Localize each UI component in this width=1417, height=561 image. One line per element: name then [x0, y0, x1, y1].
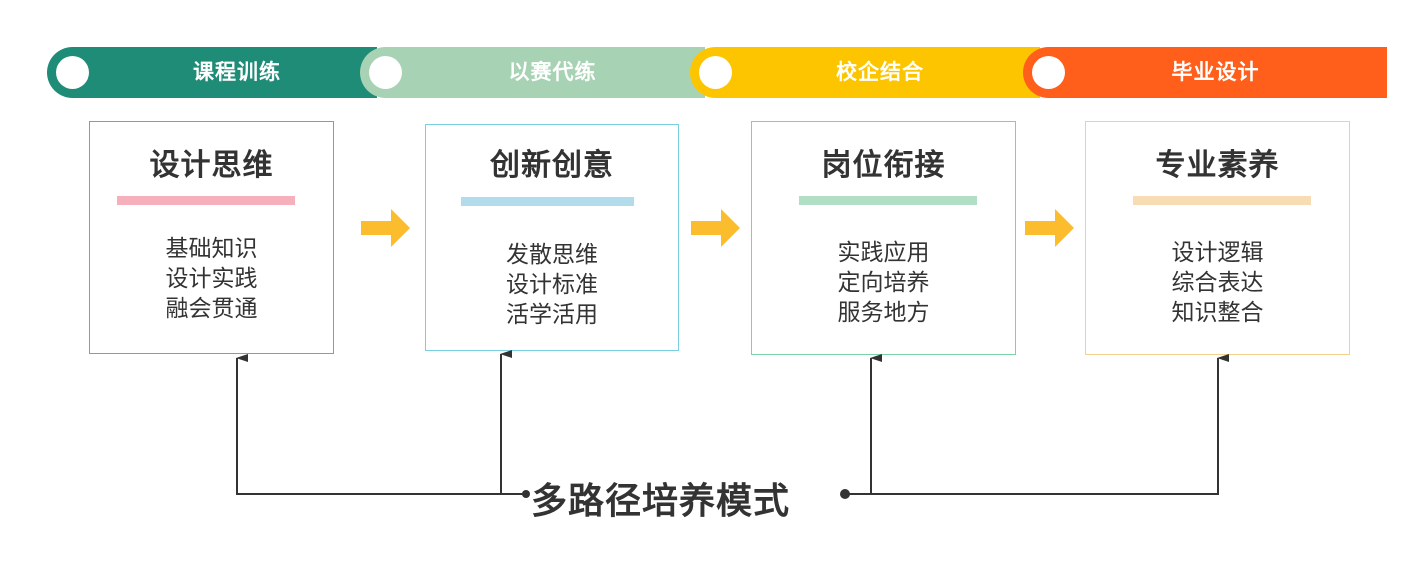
arrow-right-icon [691, 209, 740, 247]
arrow-right-icon [1025, 209, 1074, 247]
stage-course-training: 课程训练 [47, 47, 377, 98]
card-item: 设计实践 [165, 266, 258, 292]
card-job-connection: 岗位衔接 实践应用 定向培养 服务地方 [751, 121, 1016, 355]
stage-competition: 以赛代练 [360, 47, 705, 98]
card-item: 活学活用 [506, 302, 598, 328]
card-title: 专业素养 [1155, 148, 1280, 183]
arrow-right-icon [361, 209, 410, 247]
card-item: 设计标准 [506, 272, 598, 298]
stage-label: 毕业设计 [1171, 60, 1260, 84]
card-divider [799, 196, 977, 205]
connector-dot-right [840, 489, 850, 499]
card-item: 知识整合 [1171, 300, 1264, 326]
card-items: 设计逻辑 综合表达 知识整合 [1086, 238, 1349, 328]
card-items: 发散思维 设计标准 活学活用 [426, 240, 678, 330]
stage-dot-icon [369, 56, 402, 89]
stage-school-enterprise: 校企结合 [690, 47, 1040, 98]
stage-label: 课程训练 [193, 60, 281, 84]
card-item: 服务地方 [837, 300, 930, 326]
card-item: 定向培养 [837, 270, 930, 296]
card-item: 融会贯通 [165, 296, 258, 322]
stage-dot-icon [699, 56, 732, 89]
stage-graduation-design: 毕业设计 [1023, 47, 1387, 98]
card-items: 基础知识 设计实践 融会贯通 [90, 234, 333, 324]
card-item: 发散思维 [506, 242, 598, 268]
card-item: 实践应用 [837, 240, 930, 266]
card-item: 基础知识 [165, 236, 258, 262]
card-divider [1133, 196, 1311, 205]
stage-dot-icon [56, 56, 89, 89]
card-innovation: 创新创意 发散思维 设计标准 活学活用 [425, 124, 679, 351]
connector-dot-left [522, 490, 530, 498]
stage-label: 校企结合 [836, 60, 924, 84]
card-title: 岗位衔接 [821, 148, 946, 183]
card-title: 创新创意 [490, 148, 614, 183]
card-divider [117, 196, 295, 205]
stage-label: 以赛代练 [508, 60, 597, 84]
card-item: 综合表达 [1171, 270, 1264, 296]
footer-title: 多路径培养模式 [531, 481, 791, 522]
card-title: 设计思维 [149, 148, 274, 183]
card-items: 实践应用 定向培养 服务地方 [752, 238, 1015, 328]
card-item: 设计逻辑 [1171, 240, 1264, 266]
card-professional-quality: 专业素养 设计逻辑 综合表达 知识整合 [1085, 121, 1350, 355]
connector-line-1 [236, 354, 526, 495]
connector-line-3 [845, 354, 1229, 495]
card-divider [461, 197, 634, 206]
card-design-thinking: 设计思维 基础知识 设计实践 融会贯通 [89, 121, 334, 354]
stage-dot-icon [1032, 56, 1065, 89]
